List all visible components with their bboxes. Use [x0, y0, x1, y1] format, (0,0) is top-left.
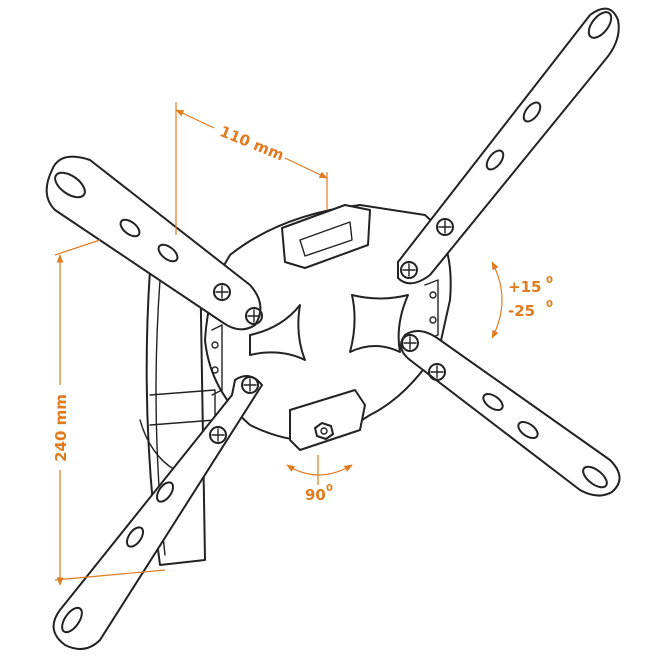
hub-plate: [204, 204, 452, 451]
arm-lower-left: [52, 375, 263, 650]
dimension-vertical: 240 mm: [52, 239, 166, 586]
label-swivel: 90: [305, 486, 326, 504]
degree-tilt-down: 0: [546, 299, 553, 310]
label-tilt-up: +15: [508, 278, 541, 296]
arm-upper-right: [397, 7, 620, 285]
label-110mm: 110 mm: [217, 122, 287, 164]
label-tilt-down: -25: [508, 302, 535, 320]
swivel-indicator: 90 0: [286, 455, 353, 504]
arm-lower-right: [400, 330, 621, 497]
dimension-horizontal: 110 mm: [175, 102, 328, 235]
tilt-indicator: +15 0 -25 0: [491, 261, 553, 339]
label-240mm: 240 mm: [52, 394, 70, 462]
degree-swivel: 0: [326, 483, 333, 494]
degree-tilt-up: 0: [546, 275, 553, 286]
arm-upper-left: [45, 155, 263, 331]
